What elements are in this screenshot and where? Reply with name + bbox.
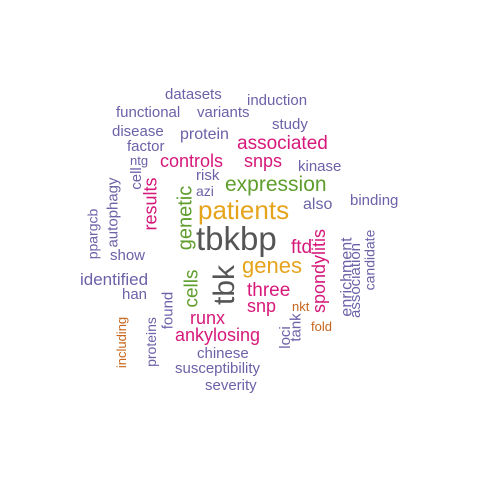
word-including: including (114, 316, 130, 369)
word-snp: snp (247, 296, 277, 316)
word-autophagy: autophagy (104, 177, 122, 248)
word-spondylitis: spondylitis (309, 228, 330, 314)
word-han: han (122, 286, 148, 303)
word-functional: functional (116, 104, 181, 121)
word-identified: identified (80, 270, 149, 289)
word-kinase: kinase (298, 158, 342, 175)
word-datasets: datasets (165, 86, 222, 103)
word-ppargcb: ppargcb (84, 208, 101, 260)
word-ankylosing: ankylosing (175, 325, 261, 345)
word-genetic: genetic (174, 185, 197, 251)
word-also: also (303, 196, 333, 213)
word-azi: azi (196, 183, 214, 199)
word-ftd: ftd (291, 237, 313, 258)
word-nkt: nkt (292, 299, 310, 314)
word-severity: severity (205, 377, 257, 394)
word-ntg: ntg (130, 153, 149, 168)
word-patients: patients (198, 195, 290, 225)
word-cells: cells (181, 269, 203, 308)
word-expression: expression (225, 173, 327, 196)
word-controls: controls (160, 151, 224, 171)
word-three: three (247, 280, 291, 301)
word-study: study (272, 116, 308, 133)
word-proteins: proteins (142, 317, 159, 367)
word-tbk: tbk (208, 264, 242, 306)
word-susceptibility: susceptibility (175, 360, 261, 377)
word-candidate: candidate (361, 229, 378, 291)
word-runx: runx (190, 308, 226, 328)
word-tbkbp: tbkbp (196, 220, 277, 257)
word-induction: induction (247, 92, 308, 109)
word-disease: disease (112, 123, 164, 140)
word-associated: associated (237, 133, 328, 154)
word-protein: protein (180, 126, 229, 143)
word-variants: variants (197, 104, 250, 121)
word-fold: fold (311, 319, 332, 334)
word-found: found (159, 291, 177, 330)
word-show: show (110, 247, 146, 264)
word-loci: loci (276, 326, 294, 349)
word-cell: cell (127, 167, 145, 190)
word-factor: factor (127, 138, 165, 155)
word-genes: genes (242, 253, 302, 278)
word-binding: binding (350, 192, 399, 209)
word-risk: risk (196, 167, 220, 184)
word-snps: snps (244, 151, 283, 171)
word-chinese: chinese (197, 345, 249, 362)
